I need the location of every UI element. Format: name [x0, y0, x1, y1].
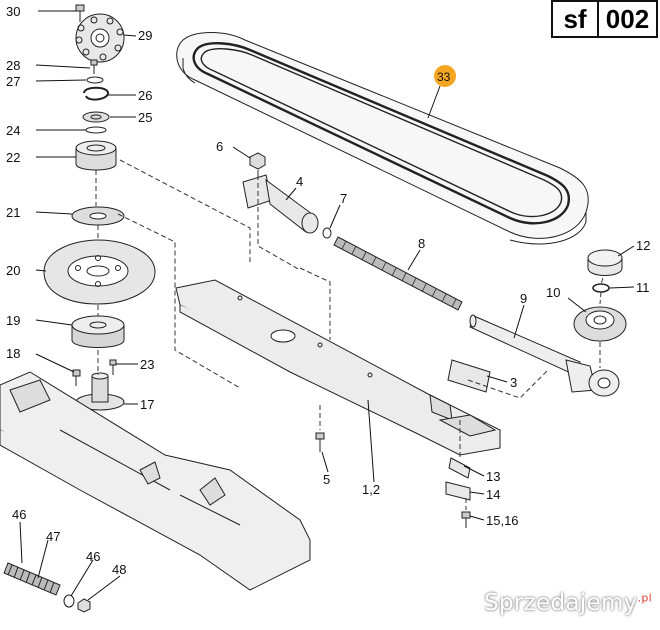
part-labels: 30 29 28 27 26 25 24 22 21 20 19 18 23 1…	[6, 4, 650, 577]
bolt-30	[75, 4, 85, 22]
plate-13	[448, 457, 471, 479]
cap-12	[587, 249, 623, 276]
label-9: 9	[520, 291, 527, 306]
label-21: 21	[6, 205, 20, 220]
washer-27	[86, 76, 104, 84]
hub-19	[71, 315, 125, 348]
washer-7	[322, 227, 332, 239]
label-47: 47	[46, 529, 60, 544]
belt-33	[176, 32, 589, 245]
bolt-23	[109, 359, 117, 375]
label-14: 14	[486, 487, 500, 502]
plate-14	[445, 481, 471, 501]
page-code-box: sf 002	[551, 0, 658, 38]
label-5: 5	[323, 472, 330, 487]
sprocket-10	[573, 306, 627, 342]
bolt-5	[315, 432, 325, 452]
sprocket-29	[75, 13, 125, 63]
bolt-15-16	[461, 511, 471, 528]
label-1-2: 1,2	[362, 482, 380, 497]
blade-disc-20	[43, 239, 156, 305]
bracket-4	[242, 174, 319, 234]
hub-22	[75, 140, 117, 171]
label-23: 23	[140, 357, 154, 372]
label-28: 28	[6, 58, 20, 73]
label-3: 3	[510, 375, 517, 390]
label-26: 26	[138, 88, 152, 103]
nut-48	[77, 598, 91, 613]
spring-8	[333, 236, 463, 311]
rod-9	[469, 314, 620, 397]
label-24: 24	[6, 123, 20, 138]
label-46a: 46	[12, 507, 26, 522]
label-13: 13	[486, 469, 500, 484]
label-46b: 46	[86, 549, 100, 564]
circlip-26	[83, 86, 110, 101]
label-25: 25	[138, 110, 152, 125]
label-17: 17	[140, 397, 154, 412]
label-8: 8	[418, 236, 425, 251]
label-11: 11	[636, 280, 650, 295]
label-48: 48	[112, 562, 126, 577]
bolt-18	[72, 369, 81, 386]
section-code: sf	[553, 2, 599, 36]
label-30: 30	[6, 4, 20, 19]
assembly-guides	[95, 159, 604, 510]
beam-1-2	[175, 279, 501, 456]
spring-47	[3, 562, 61, 596]
label-18: 18	[6, 346, 20, 361]
deck-frame	[0, 371, 311, 591]
watermark: Sprzedajemy.pl	[484, 590, 652, 616]
clip-11	[592, 283, 610, 293]
bearing-25	[82, 111, 110, 123]
label-20: 20	[6, 263, 20, 278]
page-number: 002	[605, 3, 650, 34]
plate-3	[447, 359, 491, 393]
washer-24	[85, 126, 107, 134]
watermark-text: Sprzedajemy	[484, 590, 638, 616]
label-12: 12	[636, 238, 650, 253]
label-19: 19	[6, 313, 20, 328]
label-29: 29	[138, 28, 152, 43]
label-7: 7	[340, 191, 347, 206]
nut-6	[249, 152, 266, 170]
label-27: 27	[6, 74, 20, 89]
label-15-16: 15,16	[486, 513, 519, 528]
highlight-badge	[434, 65, 456, 87]
leader-lines	[19, 10, 635, 601]
watermark-suffix: .pl	[637, 591, 652, 605]
label-4: 4	[296, 174, 303, 189]
label-6: 6	[216, 139, 223, 154]
label-22: 22	[6, 150, 20, 165]
spindle-17	[75, 372, 125, 411]
label-33: 33	[437, 70, 451, 84]
plate-21	[71, 206, 125, 226]
bolt-28	[90, 59, 98, 74]
washer-46b	[63, 594, 75, 608]
label-10: 10	[546, 285, 560, 300]
